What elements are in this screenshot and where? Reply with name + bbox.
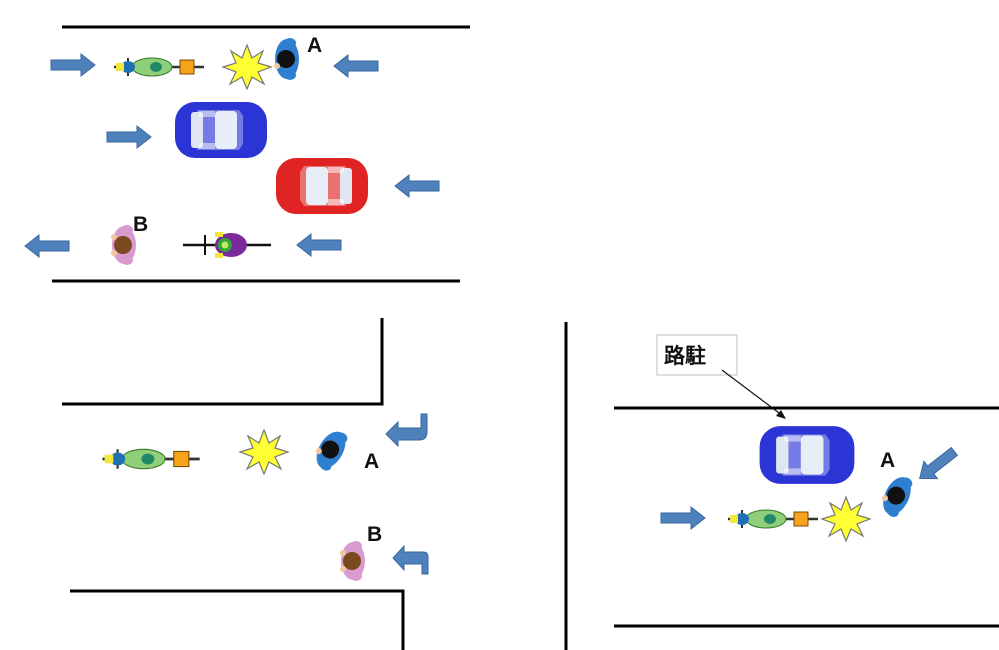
red-car	[276, 158, 368, 214]
callout-box	[656, 334, 738, 376]
diagonal-arrow	[919, 446, 959, 480]
person-a-label: A	[880, 449, 895, 472]
person-b-label: B	[367, 523, 382, 546]
collision-burst	[821, 496, 871, 542]
scene-1: A B	[24, 25, 470, 283]
direction-arrow-right	[50, 53, 96, 77]
collision-burst	[239, 429, 289, 475]
pedestrian-a	[876, 471, 917, 521]
turn-arrow	[392, 544, 429, 575]
pedestrian-a	[309, 425, 352, 475]
turn-arrow	[385, 413, 428, 448]
person-a-label: A	[364, 450, 379, 473]
road-edge-top	[62, 318, 384, 406]
bicycle-rider-green	[112, 56, 206, 78]
direction-arrow-left	[296, 233, 342, 257]
callout-pointer	[721, 369, 784, 417]
parked-blue-car	[759, 426, 855, 484]
scene-2: A B	[62, 318, 429, 650]
direction-arrow-right	[660, 506, 706, 530]
direction-arrow-right	[106, 125, 152, 149]
collision-burst	[222, 44, 272, 90]
person-b-label: B	[133, 213, 148, 236]
blue-car	[175, 102, 267, 158]
direction-arrow-left	[394, 174, 440, 198]
direction-arrow-left	[333, 54, 379, 78]
callout-pointer-head	[776, 410, 786, 419]
bicycle-rider-green	[726, 508, 820, 530]
bicycle-rider-green	[101, 447, 202, 471]
bicycle-rider-purple	[181, 230, 273, 260]
callout-label: 路駐	[664, 344, 706, 368]
scene-3: 路駐 A	[614, 334, 999, 628]
pedestrian-b	[340, 541, 365, 581]
road-edge-bottom	[70, 589, 405, 650]
person-a-label: A	[307, 34, 322, 57]
direction-arrow-left	[24, 234, 70, 258]
pedestrian-a	[274, 38, 299, 80]
